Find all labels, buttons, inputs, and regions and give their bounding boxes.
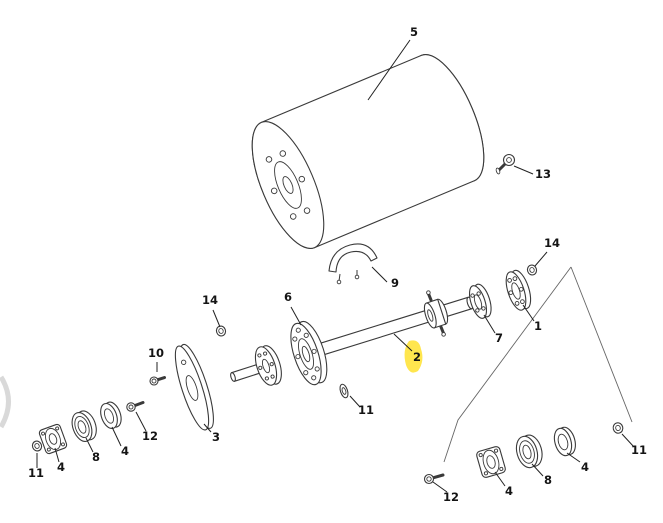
part-label: 4 — [566, 452, 589, 474]
svg-text:14: 14 — [202, 293, 218, 307]
bearing-group-left — [31, 401, 145, 455]
washer-part-11 — [339, 383, 349, 399]
part-label: 12 — [432, 481, 459, 504]
part-label: 4 — [494, 471, 513, 498]
bearing-group-right — [423, 422, 624, 485]
flange-part-7 — [468, 283, 492, 319]
bolt-part-12-left — [126, 401, 145, 412]
flange-part-1 — [505, 269, 532, 311]
part-label: 14 — [202, 293, 221, 328]
part-label: 6 — [284, 290, 302, 326]
svg-text:2: 2 — [413, 350, 421, 364]
part-label: 10 — [148, 346, 164, 372]
part-label-highlighted: 2 — [393, 333, 421, 364]
svg-text:12: 12 — [142, 429, 158, 443]
coupling-part — [423, 290, 449, 337]
svg-text:13: 13 — [535, 167, 551, 181]
plug-part-13 — [495, 153, 516, 175]
part-label: 5 — [367, 25, 418, 101]
part-label: 11 — [621, 433, 647, 457]
nut-part-11-right — [612, 422, 624, 434]
ring-part-4-right — [553, 426, 576, 457]
svg-text:5: 5 — [410, 25, 418, 39]
flange-part-6 — [290, 320, 328, 386]
part-label: 4 — [111, 426, 129, 458]
part-label: 8 — [85, 437, 100, 464]
svg-text:9: 9 — [391, 276, 399, 290]
svg-text:11: 11 — [358, 403, 374, 417]
part-label: 11 — [349, 395, 374, 417]
drum-face-hub — [265, 150, 311, 220]
nut-part-11-left — [31, 440, 43, 452]
bolt-part-12-right — [423, 473, 445, 485]
part-label: 1 — [522, 304, 542, 333]
part-label: 9 — [371, 266, 399, 290]
svg-text:3: 3 — [212, 430, 220, 444]
part-label: 8 — [531, 463, 552, 487]
ring-part-4-left — [100, 401, 122, 430]
svg-text:11: 11 — [28, 466, 44, 480]
part-labels: 5 13 14 1 7 9 2 6 — [28, 25, 647, 504]
part-label: 3 — [203, 423, 220, 444]
svg-text:1: 1 — [534, 319, 542, 333]
svg-text:4: 4 — [505, 484, 513, 498]
nut-part-14-left — [215, 325, 227, 337]
svg-text:4: 4 — [57, 460, 65, 474]
clamp-part-9 — [328, 243, 378, 285]
bearing-part-8-left — [71, 410, 97, 442]
svg-text:7: 7 — [495, 331, 503, 345]
axle-shaft-part-2 — [303, 296, 474, 361]
svg-text:6: 6 — [284, 290, 292, 304]
housing-part-4-left — [38, 423, 68, 455]
part-label: 13 — [513, 165, 551, 181]
part-label: 11 — [28, 453, 44, 480]
axle-assembly — [149, 243, 538, 431]
svg-text:11: 11 — [631, 443, 647, 457]
svg-text:14: 14 — [544, 236, 560, 250]
bolt-part-10 — [149, 376, 166, 386]
housing-part-4-right — [476, 446, 506, 478]
svg-text:12: 12 — [443, 490, 459, 504]
svg-text:8: 8 — [544, 473, 552, 487]
bearing-part-8-right — [515, 434, 543, 469]
reference-lines — [443, 266, 633, 463]
part-label: 14 — [534, 236, 560, 267]
svg-text:10: 10 — [148, 346, 164, 360]
watermark-arc — [0, 375, 11, 429]
svg-text:4: 4 — [581, 460, 589, 474]
svg-text:8: 8 — [92, 450, 100, 464]
drum-part — [251, 54, 485, 249]
part-label: 12 — [135, 411, 158, 443]
nut-part-14-right — [526, 264, 538, 276]
hub-part — [254, 345, 282, 386]
part-label: 4 — [54, 447, 65, 474]
svg-text:4: 4 — [121, 444, 129, 458]
disc-part-3 — [174, 343, 214, 431]
part-label: 7 — [483, 314, 503, 345]
